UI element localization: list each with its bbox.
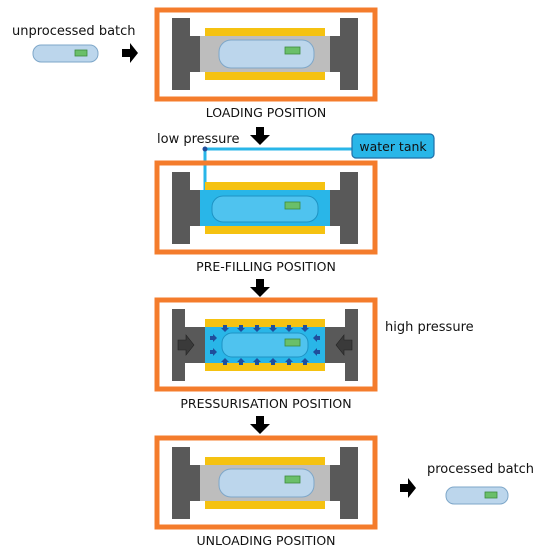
stage-label-prefilling: PRE-FILLING POSITION xyxy=(196,259,336,274)
left-plug xyxy=(172,172,200,244)
loading-stage xyxy=(154,7,378,102)
unprocessed-batch-pouch xyxy=(32,44,99,63)
right-plug xyxy=(330,172,358,244)
stage-label-loading: LOADING POSITION xyxy=(206,105,327,120)
yoke-bottom xyxy=(205,363,325,371)
yoke-top xyxy=(205,182,325,190)
pressure-arrow-icon xyxy=(237,358,245,365)
pressure-arrow-icon xyxy=(285,358,293,365)
stage-frame xyxy=(154,297,378,392)
right-plug xyxy=(330,447,358,519)
pressure-arrow-icon xyxy=(269,325,277,332)
processed-batch-label: processed batch xyxy=(427,462,534,477)
pressure-arrow-icon xyxy=(301,325,309,332)
pressure-arrow-icon xyxy=(285,325,293,332)
pressurisation-stage xyxy=(154,297,378,392)
yoke-bottom xyxy=(205,226,325,234)
yoke-top xyxy=(205,28,325,36)
stage-label-unloading: UNLOADING POSITION xyxy=(196,533,335,548)
stage-frame xyxy=(154,435,378,530)
arrow-down-icon xyxy=(250,279,270,297)
arrow-down-icon xyxy=(250,416,270,434)
pressure-arrow-icon xyxy=(269,358,277,365)
pressure-arrow-icon xyxy=(313,348,320,356)
yoke-top xyxy=(205,457,325,465)
pressure-arrow-icon xyxy=(253,325,261,332)
unprocessed-batch-label: unprocessed batch xyxy=(12,24,136,39)
processed-batch-pouch xyxy=(445,486,509,505)
low-pressure-label: low pressure xyxy=(157,132,239,147)
batch-pouch xyxy=(211,195,319,223)
yoke-top xyxy=(205,319,325,327)
high-pressure-label: high pressure xyxy=(385,320,474,335)
batch-label xyxy=(284,475,301,484)
arrow-down-icon xyxy=(250,127,270,145)
pressure-arrows xyxy=(210,325,320,365)
pressure-arrow-icon xyxy=(221,358,229,365)
unloading-stage xyxy=(154,435,378,530)
yoke-bottom xyxy=(205,72,325,80)
valve-icon xyxy=(202,146,208,152)
batch-label xyxy=(284,338,301,347)
batch-label xyxy=(284,46,301,55)
stage-label-pressurisation: PRESSURISATION POSITION xyxy=(180,396,351,411)
pressure-arrow-icon xyxy=(237,325,245,332)
pressure-arrow-icon xyxy=(313,334,320,342)
water-tank xyxy=(351,133,435,159)
arrow-right-icon xyxy=(400,478,416,498)
pressure-arrow-icon xyxy=(210,334,217,342)
water-tank-label: water tank xyxy=(359,139,427,154)
pressure-arrow-icon xyxy=(301,358,309,365)
yoke-bottom xyxy=(205,501,325,509)
piston-arrow-left-icon xyxy=(335,334,353,356)
left-plug xyxy=(172,447,200,519)
pressure-arrow-icon xyxy=(221,325,229,332)
left-plug xyxy=(172,18,200,90)
pressure-arrow-icon xyxy=(253,358,261,365)
right-plug xyxy=(330,18,358,90)
stage-frame xyxy=(154,160,378,255)
prefilling-stage: water tank xyxy=(154,133,435,255)
arrow-right-icon xyxy=(122,43,138,63)
pressure-arrow-icon xyxy=(210,348,217,356)
batch-label xyxy=(284,201,301,210)
piston-arrow-right-icon xyxy=(177,334,195,356)
